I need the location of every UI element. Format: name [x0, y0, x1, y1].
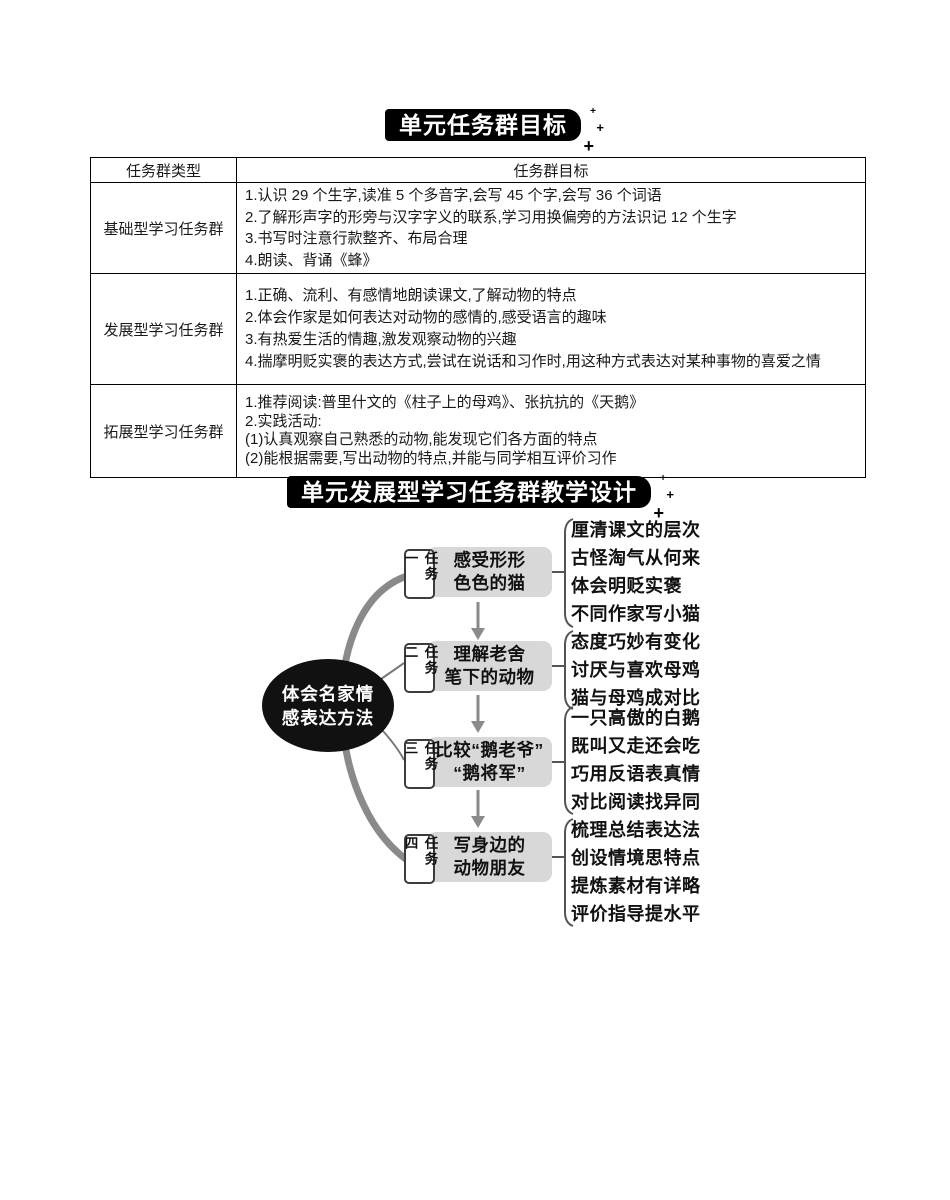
sparkle-icon: +: [660, 473, 667, 484]
table-row: 发展型学习任务群 1.正确、流利、有感情地朗读课文,了解动物的特点 2.体会作家…: [90, 273, 866, 385]
section-title-teaching-design: 单元发展型学习任务群教学设计 + + +: [280, 474, 674, 522]
list-item: 古怪淘气从何来: [571, 548, 701, 568]
goal-line: 4.朗读、背诵《蜂》: [245, 251, 378, 269]
task-group-type: 发展型学习任务群: [90, 273, 237, 385]
list-item: 不同作家写小猫: [571, 604, 701, 624]
task-title-line: 笔下的动物: [444, 667, 535, 687]
task1-items: 厘清课文的层次 古怪淘气从何来 体会明贬实褒 不同作家写小猫: [571, 516, 701, 628]
central-topic-line: 体会名家情: [281, 683, 375, 704]
task-title-line: 写身边的: [453, 835, 526, 855]
task-title-line: 感受形形: [453, 550, 526, 570]
task3-items: 一只高傲的白鹅 既叫又走还会吃 巧用反语表真情 对比阅读找异同: [571, 704, 701, 816]
task-box-4: 写身边的 动物朋友: [427, 832, 552, 882]
sparkle-icon: +: [653, 503, 665, 523]
list-item: 对比阅读找异同: [571, 792, 701, 812]
central-topic-line: 感表达方法: [281, 707, 375, 728]
arrow-head-icon: [471, 721, 485, 733]
task-title-line: 色色的猫: [453, 573, 526, 593]
table-row: 基础型学习任务群 1.认识 29 个生字,读准 5 个多音字,会写 45 个字,…: [90, 182, 866, 274]
list-item: 提炼素材有详略: [571, 876, 701, 896]
goal-line: (1)认真观察自己熟悉的动物,能发现它们各方面的特点: [245, 431, 598, 448]
sparkle-icon: +: [666, 487, 675, 502]
section-title-unit-goals: 单元任务群目标 + + +: [378, 107, 604, 155]
task-label-2: 任务二: [403, 643, 438, 693]
goal-line: 2.体会作家是如何表达对动物的感情的,感受语言的趣味: [245, 309, 607, 326]
list-item: 评价指导提水平: [571, 904, 701, 924]
arrow-head-icon: [471, 816, 485, 828]
task2-items: 态度巧妙有变化 讨厌与喜欢母鸡 猫与母鸡成对比: [571, 628, 701, 712]
task-group-type: 基础型学习任务群: [90, 182, 237, 274]
list-item: 猫与母鸡成对比: [571, 688, 701, 708]
list-item: 体会明贬实褒: [571, 576, 682, 596]
goal-line: 2.了解形声字的形旁与汉字字义的联系,学习用换偏旁的方法识记 12 个生字: [245, 208, 737, 226]
task-title-line: 动物朋友: [453, 858, 526, 878]
task-title-line: 比较“鹅老爷”: [435, 740, 544, 760]
table-row: 拓展型学习任务群 1.推荐阅读:普里什文的《柱子上的母鸡》、张抗抗的《天鹅》 2…: [90, 384, 866, 478]
list-item: 巧用反语表真情: [571, 764, 701, 784]
goal-line: 1.正确、流利、有感情地朗读课文,了解动物的特点: [245, 287, 577, 304]
goal-line: 4.揣摩明贬实褒的表达方式,尝试在说话和习作时,用这种方式表达对某种事物的喜爱之…: [245, 353, 821, 370]
list-item: 态度巧妙有变化: [571, 632, 701, 652]
task-label-1: 任务一: [403, 549, 438, 599]
arrow-head-icon: [471, 628, 485, 640]
central-topic-ellipse: 体会名家情 感表达方法: [262, 659, 394, 752]
task-group-goals: 1.正确、流利、有感情地朗读课文,了解动物的特点 2.体会作家是如何表达对动物的…: [236, 273, 866, 385]
task-box-2: 理解老舍 笔下的动物: [427, 641, 552, 691]
goal-line: (2)能根据需要,写出动物的特点,并能与同学相互评价习作: [245, 449, 617, 467]
section-title-text: 单元任务群目标: [399, 112, 567, 138]
goal-line: 3.书写时注意行款整齐、布局合理: [245, 230, 468, 247]
goal-line: 1.认识 29 个生字,读准 5 个多音字,会写 45 个字,会写 36 个词语: [245, 187, 662, 204]
section-title-text: 单元发展型学习任务群教学设计: [301, 479, 637, 505]
task-box-3: 比较“鹅老爷” “鹅将军”: [427, 737, 552, 787]
sparkle-icon: +: [583, 136, 595, 156]
task-box-1: 感受形形 色色的猫: [427, 547, 552, 597]
list-item: 既叫又走还会吃: [571, 736, 701, 756]
column-header-goal: 任务群目标: [236, 157, 866, 183]
sparkle-icon: +: [590, 106, 597, 117]
list-item: 梳理总结表达法: [571, 820, 701, 840]
table-header-row: 任务群类型 任务群目标: [90, 157, 866, 183]
goal-line: 3.有热爱生活的情趣,激发观察动物的兴趣: [245, 331, 517, 348]
sparkle-icon: +: [596, 120, 605, 135]
list-item: 一只高傲的白鹅: [571, 708, 701, 728]
task-group-goals-table: 任务群类型 任务群目标 基础型学习任务群 1.认识 29 个生字,读准 5 个多…: [90, 157, 866, 478]
task-group-goals: 1.认识 29 个生字,读准 5 个多音字,会写 45 个字,会写 36 个词语…: [236, 182, 866, 274]
task-label-4: 任务四: [403, 834, 438, 884]
task4-items: 梳理总结表达法 创设情境思特点 提炼素材有详略 评价指导提水平: [571, 816, 701, 928]
list-item: 厘清课文的层次: [571, 520, 701, 540]
task-label-3: 任务三: [403, 739, 438, 789]
task-title-line: 理解老舍: [453, 644, 526, 664]
goal-line: 1.推荐阅读:普里什文的《柱子上的母鸡》、张抗抗的《天鹅》: [245, 394, 645, 411]
task-group-type: 拓展型学习任务群: [90, 384, 237, 478]
goal-line: 2.实践活动:: [245, 412, 322, 430]
task-group-goals: 1.推荐阅读:普里什文的《柱子上的母鸡》、张抗抗的《天鹅》 2.实践活动: (1…: [236, 384, 866, 478]
column-header-type: 任务群类型: [90, 157, 237, 183]
list-item: 创设情境思特点: [571, 848, 701, 868]
list-item: 讨厌与喜欢母鸡: [571, 660, 701, 680]
task-title-line: “鹅将军”: [453, 763, 526, 783]
